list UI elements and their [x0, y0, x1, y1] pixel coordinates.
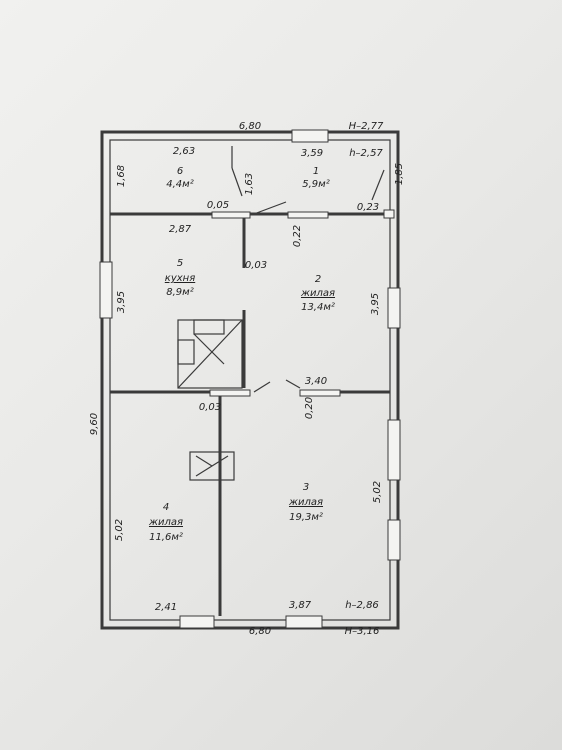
svg-text:5,9м²: 5,9м² [302, 179, 329, 190]
dim-2-63: 2,63 [173, 146, 195, 157]
outer-wall [100, 130, 400, 630]
room-label-5: 5 кухня 8,9м² [165, 258, 195, 298]
room-label-6: 6 4,4м² [166, 166, 193, 190]
dim-3-95-left: 3,95 [116, 291, 127, 313]
svg-text:5: 5 [177, 258, 183, 269]
dim-2-41: 2,41 [155, 602, 177, 613]
dim-3-40: 3,40 [305, 376, 327, 387]
window-right-3a [387, 419, 401, 481]
svg-text:1: 1 [313, 166, 319, 177]
window-right-2 [387, 287, 401, 329]
dim-0-03-b: 0,03 [199, 402, 221, 413]
svg-text:жилая: жилая [300, 288, 335, 299]
window-left-5 [99, 261, 113, 319]
svg-text:жилая: жилая [288, 497, 323, 508]
dim-3-87: 3,87 [289, 600, 312, 611]
dim-bottom-width: 6,80 [249, 626, 271, 637]
window-bottom-4 [179, 615, 215, 629]
dim-2-87: 2,87 [169, 224, 192, 235]
window-top [291, 129, 329, 143]
door-swing-6 [231, 167, 243, 197]
dim-top-width: 6,80 [239, 121, 261, 132]
room-label-3: 3 жилая 19,3м² [288, 482, 323, 523]
svg-text:4: 4 [163, 502, 169, 513]
door-frame-5 [211, 211, 251, 219]
dim-1-85: 1,85 [394, 163, 405, 185]
door-swing-mid-right [285, 379, 301, 389]
dim-0-05: 0,05 [207, 200, 229, 211]
room-label-2: 2 жилая 13,4м² [300, 274, 335, 313]
dim-top-h-outer: H–2,77 [349, 121, 384, 132]
svg-text:13,4м²: 13,4м² [301, 302, 335, 313]
window-right-3b [387, 519, 401, 561]
dim-top-h-inner: h–2,57 [349, 148, 383, 159]
dim-bottom-h-inner: h–2,86 [345, 600, 379, 611]
svg-text:19,3м²: 19,3м² [289, 512, 323, 523]
svg-text:2: 2 [315, 274, 321, 285]
dim-5-02-right: 5,02 [372, 481, 383, 503]
room-label-4: 4 жилая 11,6м² [148, 502, 183, 543]
dim-3-59: 3,59 [301, 148, 323, 159]
room-label-1: 1 5,9м² [302, 166, 329, 190]
dim-3-95-right: 3,95 [370, 293, 381, 315]
dim-1-63: 1,63 [244, 173, 255, 195]
door-frame-4 [209, 389, 251, 397]
window-bottom-3 [285, 615, 323, 629]
svg-text:кухня: кухня [165, 273, 195, 284]
door-swing-top [253, 201, 287, 215]
dim-9-60: 9,60 [89, 413, 100, 435]
svg-text:6: 6 [177, 166, 183, 177]
stove-icon [177, 319, 243, 389]
door-swing-entry [371, 169, 385, 201]
dim-bottom-h-outer: H–3,16 [345, 626, 380, 637]
svg-text:11,6м²: 11,6м² [149, 532, 183, 543]
dim-5-02-left: 5,02 [114, 519, 125, 541]
door-swing-mid-left [253, 381, 271, 393]
svg-text:жилая: жилая [148, 517, 183, 528]
svg-text:8,9м²: 8,9м² [166, 287, 193, 298]
dim-1-68: 1,68 [116, 165, 127, 187]
dim-0-23: 0,23 [357, 202, 379, 213]
dim-0-22: 0,22 [292, 225, 303, 247]
svg-text:4,4м²: 4,4м² [166, 179, 193, 190]
svg-text:3: 3 [303, 482, 309, 493]
dim-0-20: 0,20 [304, 397, 315, 419]
dim-0-03-a: 0,03 [245, 260, 267, 271]
door-frame-3 [299, 389, 341, 397]
inner-wall-outline [109, 139, 391, 621]
heater-icon [189, 451, 235, 481]
entry-post [383, 209, 395, 219]
door-frame-2 [287, 211, 329, 219]
